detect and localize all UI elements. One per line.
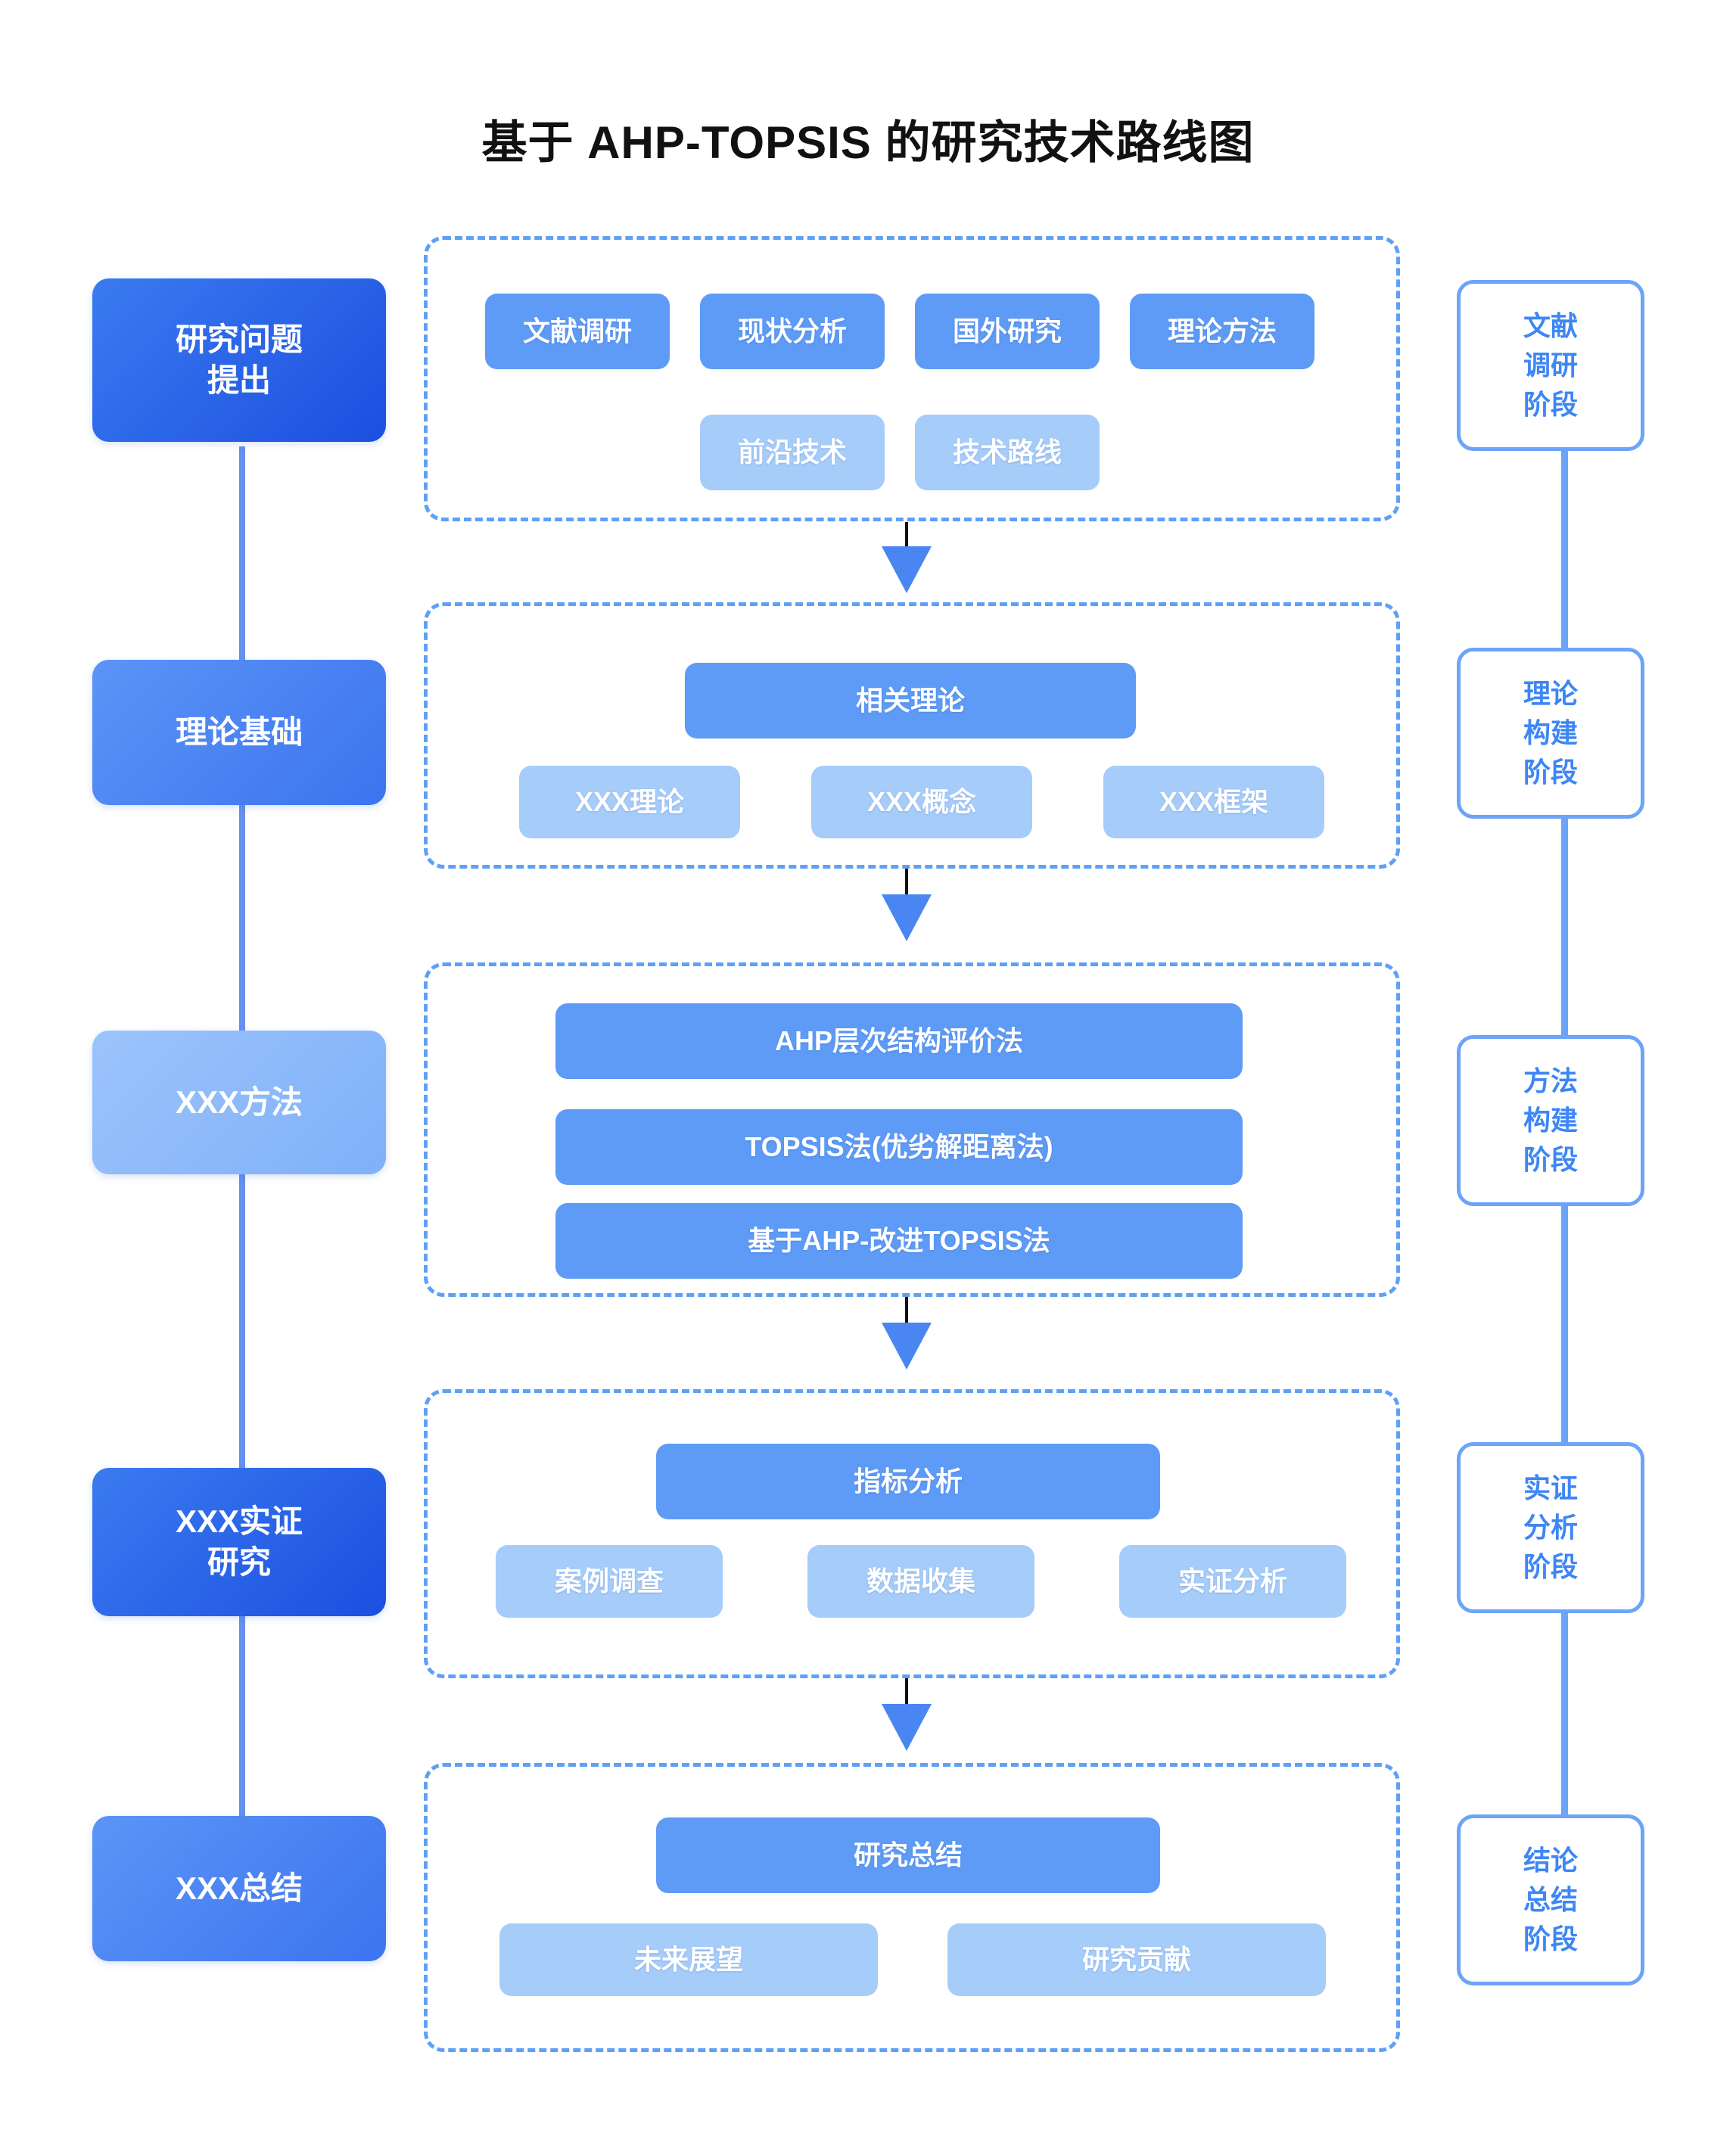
chip-ahp-improved-topsis[interactable]: 基于AHP-改进TOPSIS法 (555, 1203, 1243, 1279)
chip-xxx-framework[interactable]: XXX框架 (1103, 766, 1324, 838)
chip-xxx-concept[interactable]: XXX概念 (811, 766, 1032, 838)
group-box-method-construction (424, 962, 1400, 1297)
chip-related-theory[interactable]: 相关理论 (685, 663, 1136, 738)
page-title: 基于 AHP-TOPSIS 的研究技术路线图 (481, 117, 1255, 168)
phase-box-theory-foundation[interactable]: 理论基础 (92, 660, 386, 805)
phase-box-xxx-empirical-research[interactable]: XXX实证 研究 (92, 1468, 386, 1616)
stage-label-theory-construction: 理论 构建 阶段 (1523, 674, 1578, 793)
stage-box-method-construction[interactable]: 方法 构建 阶段 (1457, 1035, 1644, 1206)
arrow-stem-2 (905, 869, 908, 905)
chip-future-outlook[interactable]: 未来展望 (499, 1923, 878, 1996)
stage-box-theory-construction[interactable]: 理论 构建 阶段 (1457, 648, 1644, 819)
stage-label-line2: 调研 (1523, 349, 1578, 381)
stage-label-line2: 分析 (1523, 1511, 1578, 1543)
chip-empirical-analysis[interactable]: 实证分析 (1119, 1545, 1346, 1618)
phase-label-theory-foundation: 理论基础 (175, 714, 303, 751)
group-box-conclusion-summary (424, 1763, 1400, 2052)
chip-ahp-hierarchy-evaluation[interactable]: AHP层次结构评价法 (555, 1003, 1243, 1079)
phase-box-xxx-summary[interactable]: XXX总结 (92, 1816, 386, 1961)
chip-frontier-technology[interactable]: 前沿技术 (700, 415, 885, 490)
stage-label-line1: 方法 (1523, 1065, 1578, 1096)
stage-label-line3: 阶段 (1523, 1144, 1578, 1176)
phase-label-xxx-empirical-research: XXX实证 研究 (176, 1501, 303, 1583)
arrow-stem-4 (905, 1678, 908, 1715)
chip-data-collection[interactable]: 数据收集 (807, 1545, 1034, 1618)
stage-label-line1: 结论 (1523, 1844, 1578, 1876)
chip-technology-roadmap[interactable]: 技术路线 (915, 415, 1100, 490)
stage-label-line2: 总结 (1523, 1883, 1578, 1915)
phase-box-research-question[interactable]: 研究问题 提出 (92, 278, 386, 442)
stage-box-empirical-analysis[interactable]: 实证 分析 阶段 (1457, 1442, 1644, 1613)
chip-research-contribution[interactable]: 研究贡献 (947, 1923, 1326, 1996)
group-box-empirical-analysis (424, 1389, 1400, 1678)
stage-label-line1: 理论 (1523, 677, 1578, 709)
phase-label-line1: XXX实证 (175, 1503, 303, 1540)
chip-xxx-theory[interactable]: XXX理论 (519, 766, 740, 838)
arrow-down-icon-1 (882, 546, 932, 593)
phase-box-xxx-method[interactable]: XXX方法 (92, 1031, 386, 1174)
chip-status-analysis[interactable]: 现状分析 (700, 294, 885, 369)
arrow-stem-1 (905, 522, 908, 557)
phase-label-line2: 提出 (207, 362, 271, 398)
stage-label-line3: 阶段 (1523, 1551, 1578, 1583)
chip-research-summary[interactable]: 研究总结 (656, 1817, 1160, 1893)
arrow-down-icon-3 (882, 1323, 932, 1370)
phase-label-line2: 研究 (207, 1544, 271, 1580)
chip-theory-method[interactable]: 理论方法 (1130, 294, 1314, 369)
stage-box-conclusion-summary[interactable]: 结论 总结 阶段 (1457, 1814, 1644, 1985)
phase-label-xxx-method: XXX方法 (175, 1084, 303, 1121)
stage-label-method-construction: 方法 构建 阶段 (1523, 1062, 1578, 1180)
stage-label-literature-review: 文献 调研 阶段 (1523, 306, 1578, 425)
group-box-literature-review (424, 236, 1400, 521)
stage-label-line1: 文献 (1523, 309, 1578, 341)
stage-label-conclusion-summary: 结论 总结 阶段 (1523, 1841, 1578, 1960)
stage-label-line1: 实证 (1523, 1472, 1578, 1503)
stage-label-line2: 构建 (1523, 717, 1578, 748)
stage-label-line3: 阶段 (1523, 757, 1578, 788)
stage-label-line2: 构建 (1523, 1104, 1578, 1136)
stage-label-line3: 阶段 (1523, 389, 1578, 421)
phase-label-line1: 研究问题 (175, 322, 303, 358)
phase-label-xxx-summary: XXX总结 (175, 1870, 303, 1907)
chip-case-investigation[interactable]: 案例调查 (496, 1545, 723, 1618)
arrow-stem-3 (905, 1297, 908, 1333)
phase-label-research-question: 研究问题 提出 (176, 319, 303, 401)
arrow-down-icon-2 (882, 894, 932, 941)
chip-topsis-method[interactable]: TOPSIS法(优劣解距离法) (555, 1109, 1243, 1185)
stage-label-line3: 阶段 (1523, 1923, 1578, 1955)
chip-overseas-research[interactable]: 国外研究 (915, 294, 1100, 369)
stage-box-literature-review[interactable]: 文献 调研 阶段 (1457, 280, 1644, 451)
arrow-down-icon-4 (882, 1704, 932, 1751)
group-box-theory-construction (424, 602, 1400, 869)
chip-indicator-analysis[interactable]: 指标分析 (656, 1444, 1160, 1519)
chip-literature-survey[interactable]: 文献调研 (485, 294, 670, 369)
stage-label-empirical-analysis: 实证 分析 阶段 (1523, 1469, 1578, 1587)
